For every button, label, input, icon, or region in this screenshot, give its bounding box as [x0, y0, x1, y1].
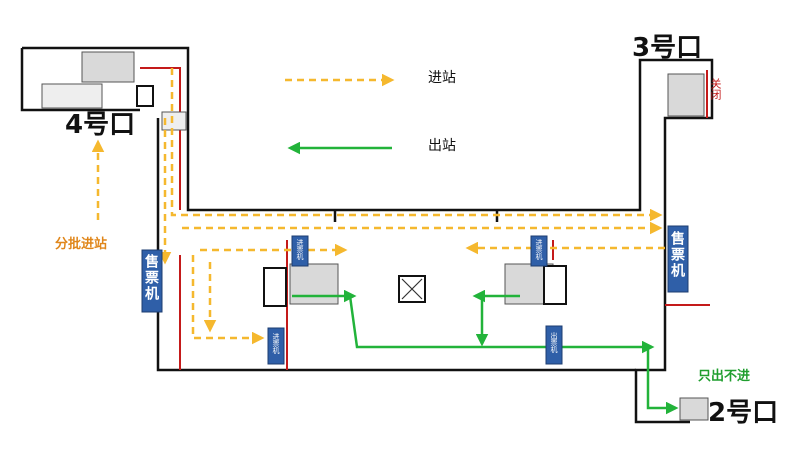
station-walls: [20, 46, 714, 424]
gate-exit-lower-label: 出票机: [550, 332, 558, 353]
elevator-left: [263, 267, 287, 307]
ticket-machine-right-label: 售票机: [669, 231, 685, 279]
closed-note: 关闭: [709, 78, 722, 100]
exit-4-label: 4号口: [65, 110, 136, 140]
gate-entry-right-label: 进票机: [535, 239, 543, 260]
legend-exit-label: 出站: [428, 138, 456, 154]
elevator-exit4: [136, 85, 154, 107]
gate-entry-lower-label: 进票机: [272, 333, 280, 354]
escalator-exit3: [667, 73, 705, 117]
legend-entry-label: 进站: [428, 70, 456, 86]
escalator-left: [289, 263, 339, 305]
exit-2-label: 2号口: [708, 398, 779, 428]
gate-entry-left: [291, 235, 309, 267]
elevators: [136, 85, 567, 307]
ticket-machine-left-label: 售票机: [143, 254, 159, 302]
red-lines: [140, 67, 710, 370]
ticket-machines: [141, 225, 689, 365]
gate-entry-lower: [267, 327, 285, 365]
escalators: [41, 51, 709, 421]
stairs-corridor: [161, 111, 187, 131]
exit-3-label: 3号口: [632, 33, 703, 63]
entry-arrows: [91, 68, 665, 345]
exit-only-note: 只出不进: [698, 369, 751, 384]
elevator-right: [543, 265, 567, 305]
batch-entry-note: 分批进站: [55, 237, 108, 252]
escalator-exit2: [679, 397, 709, 421]
gate-entry-left-label: 进票机: [296, 239, 304, 260]
ticket-machine-left: [141, 249, 163, 313]
gate-exit-lower: [545, 325, 563, 365]
ticket-machine-right: [667, 225, 689, 293]
escalator-exit4: [81, 51, 135, 83]
gate-entry-right: [530, 235, 548, 267]
stairs-exit4: [41, 83, 103, 109]
